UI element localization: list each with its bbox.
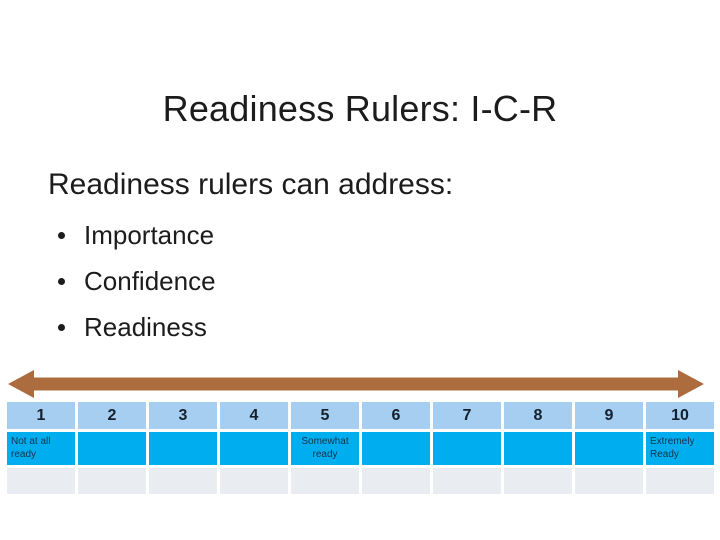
ruler-label-cell [433, 432, 501, 465]
slide-subtitle: Readiness rulers can address: [48, 168, 454, 201]
ruler-number-cell: 5 [291, 402, 359, 429]
ruler-label-cell [220, 432, 288, 465]
ruler-label-cell [78, 432, 146, 465]
ruler-number-cell: 9 [575, 402, 643, 429]
ruler-number-cell: 2 [78, 402, 146, 429]
bullet-text: Importance [84, 219, 215, 250]
slide-title: Readiness Rulers: I-C-R [162, 88, 558, 129]
double-headed-arrow-icon [8, 370, 704, 398]
ruler-empty-cell [575, 468, 643, 494]
ruler-label-cell [504, 432, 572, 465]
bullet-item: Importance [58, 212, 216, 258]
readiness-ruler-table: 1 2 3 4 5 6 7 8 9 10 Not at all ready So… [7, 402, 714, 494]
ruler-label-cell: Somewhat ready [291, 432, 359, 465]
ruler-label-cell [149, 432, 217, 465]
ruler-empty-cell [362, 468, 430, 494]
ruler-label-cell [575, 432, 643, 465]
ruler-empty-cell [149, 468, 217, 494]
ruler-label-cell: Not at all ready [7, 432, 75, 465]
ruler-number-cell: 4 [220, 402, 288, 429]
ruler-number-cell: 10 [646, 402, 714, 429]
ruler-empty-cell [220, 468, 288, 494]
ruler-number-cell: 6 [362, 402, 430, 429]
ruler-empty-cell [646, 468, 714, 494]
ruler-number-cell: 3 [149, 402, 217, 429]
ruler-label-cell: Extremely Ready [646, 432, 714, 465]
bullet-item: Readiness [58, 304, 216, 350]
bullet-dot-icon [58, 323, 65, 331]
ruler-number-cell: 7 [433, 402, 501, 429]
bullet-text: Confidence [84, 265, 216, 296]
ruler-number-cell: 8 [504, 402, 572, 429]
ruler-empty-cell [7, 468, 75, 494]
ruler-empty-cell [433, 468, 501, 494]
ruler-empty-cell [504, 468, 572, 494]
ruler-number-cell: 1 [7, 402, 75, 429]
bullet-item: Confidence [58, 258, 216, 304]
ruler-empty-cell [291, 468, 359, 494]
ruler-label-cell [362, 432, 430, 465]
bullet-list: Importance Confidence Readiness [58, 212, 216, 350]
ruler-empty-cell [78, 468, 146, 494]
bullet-dot-icon [58, 277, 65, 285]
bullet-dot-icon [58, 231, 65, 239]
bullet-text: Readiness [84, 311, 207, 342]
